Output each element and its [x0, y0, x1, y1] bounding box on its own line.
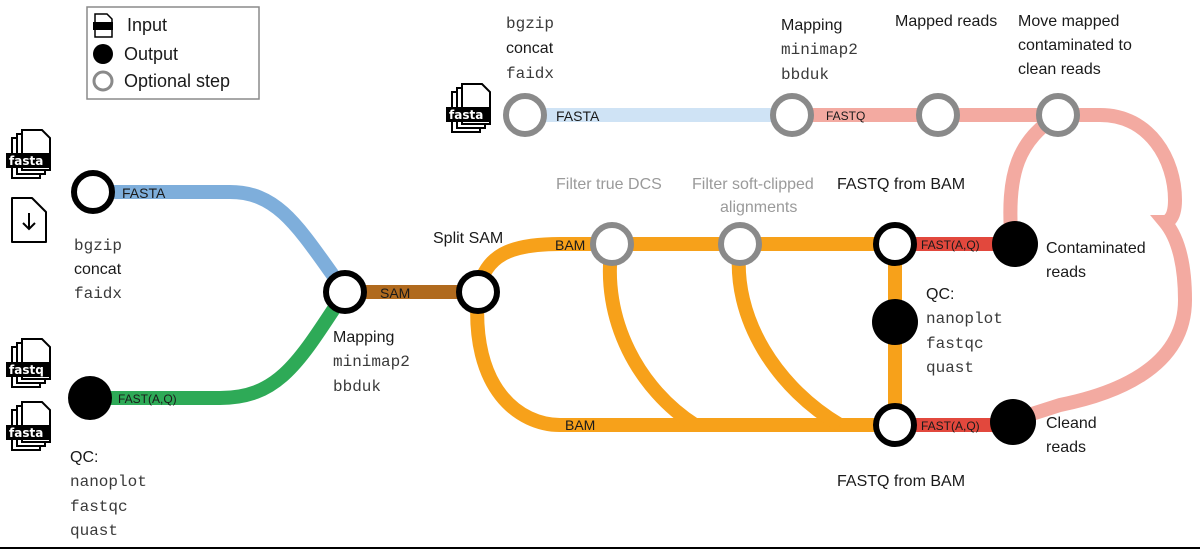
node-qc-mid-output — [872, 299, 918, 345]
label-contaminated-1: Contaminated — [1046, 240, 1146, 257]
edge-label-bam-bottom: BAM — [565, 417, 595, 433]
edge-label-fastaq-contam: FAST(A,Q) — [921, 238, 980, 252]
label-filter-soft-1: Filter soft-clipped — [692, 176, 814, 193]
label-clean-2: reads — [1046, 439, 1086, 456]
label-fastq-from-bam-top: FASTQ from BAM — [837, 176, 965, 193]
label-qc-left-tool-3: quast — [70, 522, 118, 540]
label-move-mapped-3: clean reads — [1018, 61, 1101, 78]
edge-label-fasta-left: FASTA — [122, 185, 166, 201]
label-qc-left-tool-2: fastqc — [70, 498, 128, 516]
node-fastq-from-bam-bottom — [873, 403, 917, 447]
label-qc-mid-tool-1: nanoplot — [926, 310, 1003, 328]
legend-optional-label: Optional step — [124, 71, 230, 91]
node-left-fastq-output — [68, 376, 112, 420]
label-top-prep-3: faidx — [506, 65, 554, 83]
fasta-file-icon-top: fasta — [446, 83, 491, 133]
label-top-prep-2: concat — [506, 40, 554, 57]
edge-pink-loop — [1006, 108, 1193, 427]
label-filter-soft-2: alignments — [720, 199, 797, 216]
edge-label-bam-top: BAM — [555, 237, 585, 253]
node-mapping-mid — [323, 270, 367, 314]
svg-text:fasta: fasta — [9, 154, 43, 168]
label-split-sam: Split SAM — [433, 230, 503, 247]
label-filter-dcs: Filter true DCS — [556, 176, 662, 193]
label-mapping-mid-title: Mapping — [333, 329, 394, 346]
label-qc-left-tool-1: nanoplot — [70, 473, 147, 491]
legend-optional-icon — [92, 70, 114, 92]
fasta-file-icon-bottom: fasta — [6, 401, 51, 451]
node-fastq-from-bam-top — [873, 222, 917, 266]
fasta-file-icon-left: fasta — [6, 129, 51, 179]
edge-bam-diag-2 — [731, 243, 844, 432]
edge-bam-diag-1 — [602, 242, 699, 431]
edge-label-sam: SAM — [380, 285, 410, 301]
label-contaminated-2: reads — [1046, 264, 1086, 281]
label-move-mapped-2: contaminated to — [1018, 37, 1132, 54]
label-qc-mid-tool-3: quast — [926, 359, 974, 377]
label-move-mapped-1: Move mapped — [1018, 13, 1119, 30]
edge-fasta-left — [93, 185, 351, 297]
edge-label-fasta-top: FASTA — [556, 108, 600, 124]
svg-text:fasta: fasta — [449, 108, 483, 122]
label-left-prep-3: faidx — [74, 285, 122, 303]
edge-bam-bottom — [470, 291, 895, 432]
label-mapping-top-tool-1: minimap2 — [781, 41, 858, 59]
label-mapping-top-title: Mapping — [781, 17, 842, 34]
edge-fastaq-left — [90, 288, 351, 405]
node-filter-soft-optional — [718, 222, 762, 266]
svg-text:fastq: fastq — [9, 363, 44, 377]
legend-input-label: Input — [127, 15, 167, 35]
node-filter-dcs-optional — [590, 222, 634, 266]
node-top-mapping-optional — [770, 93, 814, 137]
label-top-prep-1: bgzip — [506, 15, 554, 33]
fastq-file-icon: fastq — [6, 338, 51, 388]
label-fastq-from-bam-bottom: FASTQ from BAM — [837, 473, 965, 490]
label-clean-1: Cleand — [1046, 415, 1097, 432]
label-mapped-reads: Mapped reads — [895, 13, 997, 30]
label-mapping-mid-tool-2: bbduk — [333, 378, 381, 396]
label-mapping-top-tool-2: bbduk — [781, 66, 829, 84]
svg-text:fasta: fasta — [9, 426, 43, 440]
node-left-fasta-input — [71, 170, 115, 214]
label-qc-mid-tool-2: fastqc — [926, 335, 984, 353]
legend: Input Output Optional step — [86, 6, 260, 100]
node-top-start-optional — [503, 93, 547, 137]
legend-output-icon — [93, 44, 113, 64]
node-clean-output — [990, 399, 1036, 445]
legend-output-label: Output — [124, 44, 178, 64]
edge-bam-top — [471, 237, 895, 294]
label-left-prep-1: bgzip — [74, 237, 122, 255]
label-qc-left-title: QC: — [70, 449, 98, 466]
label-mapping-mid-tool-1: minimap2 — [333, 353, 410, 371]
label-left-prep-2: concat — [74, 261, 122, 278]
edge-label-fastaq-clean: FAST(A,Q) — [921, 419, 980, 433]
download-icon — [11, 197, 47, 243]
label-qc-mid-title: QC: — [926, 286, 954, 303]
edge-label-fastq-top: FASTQ — [826, 109, 865, 123]
node-contaminated-output — [992, 221, 1038, 267]
edge-label-fastaq-left: FAST(A,Q) — [118, 392, 177, 406]
legend-input-icon — [93, 13, 113, 38]
node-move-mapped-optional — [1036, 93, 1080, 137]
node-mapped-reads-optional — [916, 93, 960, 137]
node-split-sam — [456, 270, 500, 314]
